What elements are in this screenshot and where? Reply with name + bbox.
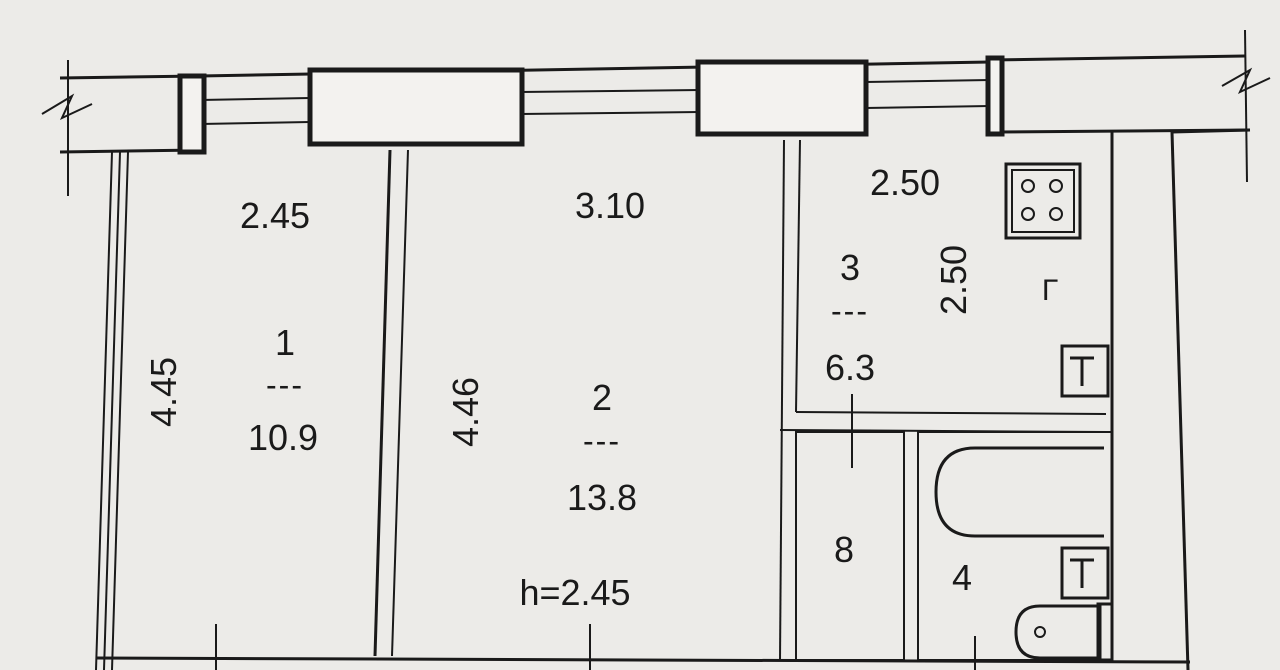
stove-icon: [1004, 162, 1082, 240]
room3-area: 6.3: [825, 347, 875, 388]
room1-area: 10.9: [248, 417, 318, 458]
wall-pier-1: [307, 67, 525, 147]
room2-divider: ---: [583, 423, 621, 459]
kitchen-mark: Г: [1042, 274, 1058, 307]
break-mark-left: [41, 60, 93, 196]
room2-length: 4.46: [445, 377, 486, 447]
break-mark-right: [1221, 29, 1271, 183]
room1-width: 2.45: [240, 195, 310, 236]
wall-pier-3: [985, 55, 1005, 137]
wall-bottom: [95, 624, 1191, 670]
ceiling-height: h=2.45: [519, 572, 630, 613]
room1-divider: ---: [266, 367, 304, 403]
room2-number: 2: [592, 377, 612, 418]
room3-number: 3: [840, 247, 860, 288]
room2-area: 13.8: [567, 477, 637, 518]
room8-number: 8: [834, 529, 854, 570]
room3-divider: ---: [831, 293, 869, 329]
toilet-icon: [1014, 602, 1114, 662]
room1-length: 4.45: [143, 357, 184, 427]
sink-icon: [1060, 344, 1110, 398]
partition-room1-room2: [373, 149, 409, 657]
wall-pier-2: [695, 59, 869, 137]
wall-pier-0: [177, 73, 207, 155]
room1-number: 1: [275, 322, 295, 363]
room3-width: 2.50: [870, 162, 940, 203]
room3-length: 2.50: [933, 245, 974, 315]
washbasin-icon: [1060, 546, 1110, 600]
bathtub-icon: [934, 446, 1104, 538]
wall-left: [95, 151, 129, 670]
room2-width: 3.10: [575, 185, 645, 226]
partition-room2-kitchen: [779, 139, 801, 661]
room4-number: 4: [952, 557, 972, 598]
